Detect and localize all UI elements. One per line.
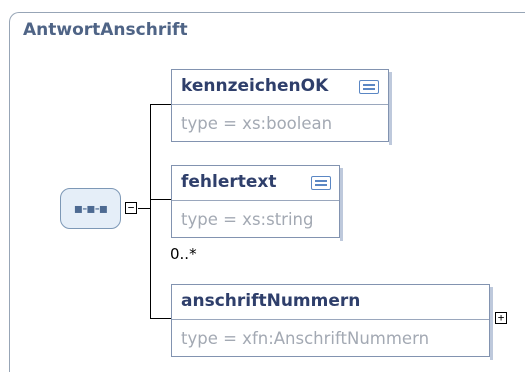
connector-to-kennzeichenok xyxy=(150,104,171,105)
element-header: fehlertext xyxy=(172,166,339,201)
element-name: kennzeichenOK xyxy=(181,76,329,96)
element-name: fehlertext xyxy=(181,172,277,192)
element-type: type = xs:string xyxy=(181,210,314,229)
element-header: kennzeichenOK xyxy=(172,70,388,105)
connector-bus-vertical xyxy=(150,104,151,319)
element-shadow xyxy=(340,168,343,241)
sequence-compositor[interactable]: ▪-▪-▪ xyxy=(60,188,121,229)
element-shadow xyxy=(490,287,493,360)
connector-to-anschriftnummern xyxy=(150,318,171,319)
element-anschriftnummern[interactable]: anschriftNummern type = xfn:AnschriftNum… xyxy=(171,284,490,357)
element-kennzeichenok[interactable]: kennzeichenOK type = xs:boolean xyxy=(171,69,389,142)
expand-toggle[interactable]: + xyxy=(495,312,507,324)
element-shadow xyxy=(389,72,392,145)
collapse-toggle[interactable]: − xyxy=(125,202,137,214)
element-name: anschriftNummern xyxy=(181,291,361,311)
sequence-icon: ▪-▪-▪ xyxy=(73,200,109,217)
element-header: anschriftNummern xyxy=(172,285,489,320)
connector-to-fehlertext xyxy=(150,199,171,200)
documentation-icon xyxy=(311,176,331,190)
diagram-title: AntwortAnschrift xyxy=(23,20,188,40)
cardinality-label: 0..* xyxy=(170,245,197,263)
connector-seq-to-bus xyxy=(138,208,151,209)
complex-type-frame xyxy=(9,12,525,372)
element-type: type = xfn:AnschriftNummern xyxy=(181,329,430,348)
element-type: type = xs:boolean xyxy=(181,114,333,133)
documentation-icon xyxy=(359,80,379,94)
element-fehlertext[interactable]: fehlertext type = xs:string xyxy=(171,165,340,238)
